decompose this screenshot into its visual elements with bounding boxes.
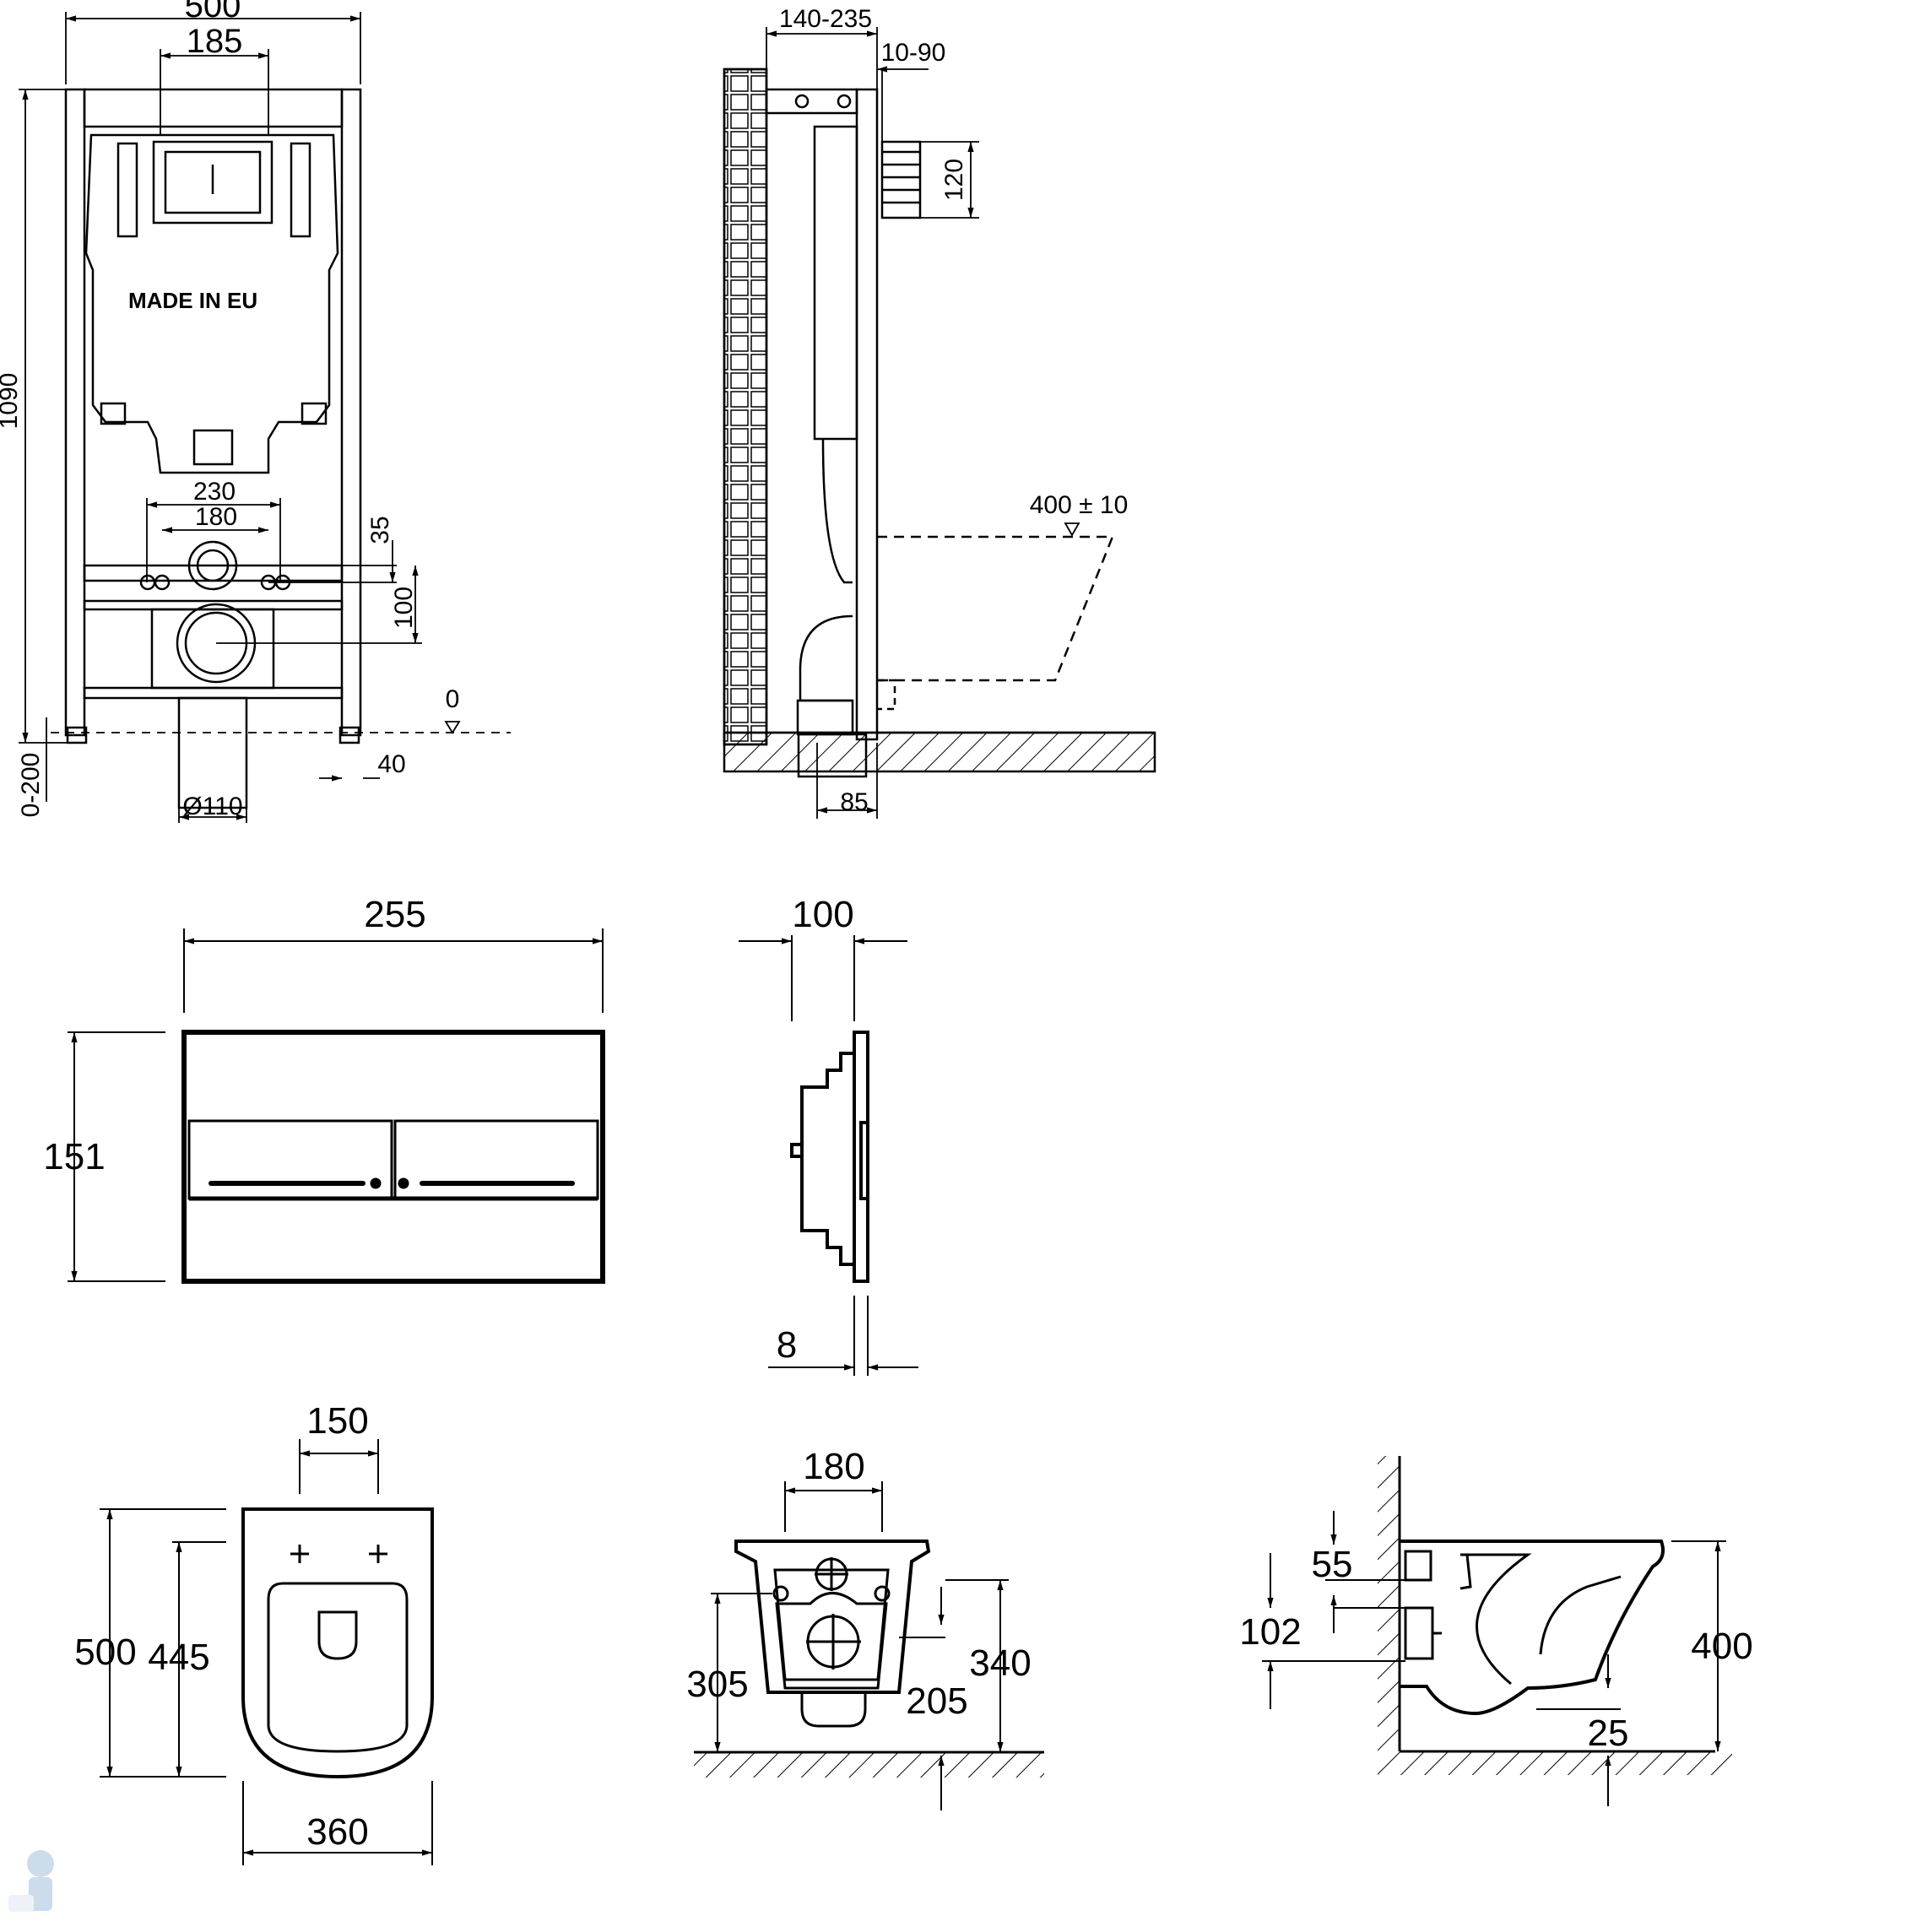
dim-100-plate: 100 — [792, 894, 853, 935]
dim-40: 40 — [377, 750, 405, 778]
dim-205: 205 — [906, 1680, 967, 1722]
dim-0-200: 0-200 — [17, 753, 45, 818]
bowl-front-dimension-labels: 180 305 340 205 — [686, 1446, 1031, 1722]
dim-zero: 0 — [446, 685, 460, 713]
side-dimension-labels: 140-235 10-90 120 400 ± 10 85 — [779, 5, 1128, 816]
frame-dimension-labels: 500 185 1090 0-200 230 180 35 100 0 40 Ø… — [0, 0, 459, 820]
side-view — [723, 68, 1156, 778]
bowl-side-dimension-labels: 55 102 400 25 — [1239, 1544, 1752, 1754]
plumber-logo — [8, 1850, 54, 1912]
dim-340: 340 — [969, 1642, 1031, 1684]
bowl-front-dimensions — [711, 1481, 1009, 1810]
dim-400-bowl: 400 — [1691, 1626, 1752, 1667]
dim-230: 230 — [193, 478, 236, 506]
dim-150: 150 — [306, 1400, 368, 1442]
dim-55: 55 — [1312, 1544, 1353, 1585]
bowl-side-view — [1378, 1456, 1732, 1775]
dim-8: 8 — [777, 1324, 797, 1366]
frame-dimensions — [19, 12, 511, 823]
dim-255: 255 — [364, 894, 425, 935]
dim-305: 305 — [686, 1664, 748, 1705]
plate-dimension-labels: 255 151 100 8 — [43, 894, 853, 1366]
frame-label: MADE IN EU — [128, 288, 257, 313]
dim-35: 35 — [366, 516, 394, 544]
dim-500: 500 — [185, 0, 241, 24]
dim-180-bowl: 180 — [803, 1446, 864, 1487]
dim-102: 102 — [1239, 1611, 1301, 1653]
dim-100-frame: 100 — [390, 587, 418, 629]
plate-dimensions — [68, 928, 918, 1376]
dim-185: 185 — [187, 23, 243, 60]
flush-plate-side — [790, 1031, 869, 1283]
dim-120: 120 — [940, 159, 968, 201]
dim-85: 85 — [840, 788, 868, 816]
bowl-side-dimensions — [1262, 1511, 1726, 1806]
dim-151: 151 — [43, 1136, 105, 1177]
frame-front-view — [64, 88, 362, 809]
bowl-top-dimension-labels: 150 500 445 360 — [74, 1400, 368, 1853]
bowl-top-dimensions — [100, 1439, 433, 1865]
dim-445: 445 — [148, 1637, 209, 1678]
dim-180-frame: 180 — [195, 503, 237, 531]
flush-plate-front — [181, 1030, 605, 1284]
dim-400-10: 400 ± 10 — [1030, 491, 1129, 519]
dim-360: 360 — [306, 1811, 368, 1853]
dim-10-90: 10-90 — [881, 39, 946, 67]
dim-110: Ø110 — [182, 793, 242, 820]
bowl-top-view — [241, 1507, 434, 1779]
bowl-front-view — [694, 1540, 1044, 1778]
dim-500-bowl: 500 — [74, 1632, 136, 1673]
dim-25: 25 — [1588, 1713, 1629, 1754]
side-dimensions — [766, 27, 1080, 819]
dim-1090: 1090 — [0, 373, 23, 430]
dim-140-235: 140-235 — [779, 5, 872, 33]
